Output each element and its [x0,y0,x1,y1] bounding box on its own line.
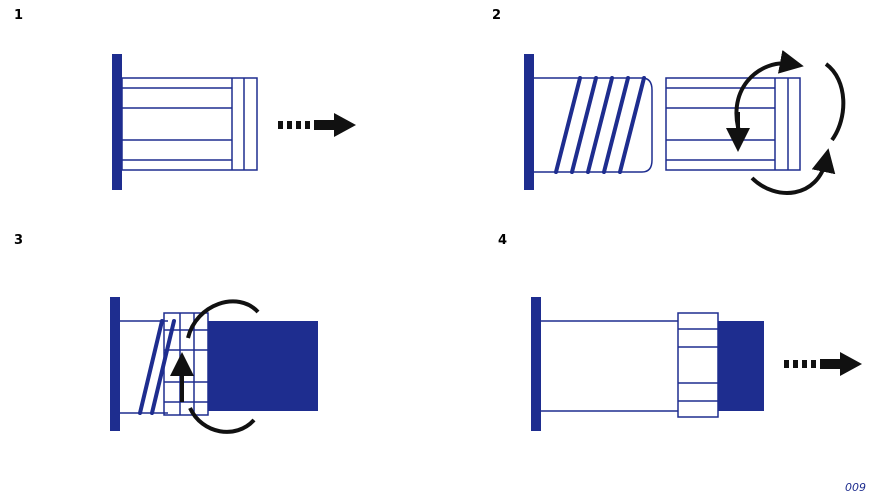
step-1-number: 1 [14,8,24,23]
cap-block [208,321,318,411]
threaded-tube [120,319,176,415]
wall-plate [524,54,534,190]
step-3-number: 3 [14,233,24,248]
sleeve-assembly [677,312,719,418]
sleeve-assembly [163,312,209,416]
pull-out-arrow [278,113,356,137]
wall-plate [110,297,120,431]
sleeve-assembly [665,77,801,171]
step-1-illustration [112,54,356,190]
rotate-arrow [726,50,846,195]
sleeve-assembly [121,77,258,171]
step-4-illustration [531,297,862,431]
pull-out-arrow [784,352,862,376]
step-2-illustration [524,50,846,195]
step-2-number: 2 [492,8,502,23]
wall-plate [531,297,541,431]
step-4-number: 4 [498,233,508,248]
cap-block [718,321,764,411]
rotate-arrow [170,299,260,434]
threaded-tube [534,76,653,174]
tube-body [541,320,678,412]
figure-code: 009 [845,481,866,494]
wall-plate [112,54,122,190]
step-3-illustration [110,297,318,434]
